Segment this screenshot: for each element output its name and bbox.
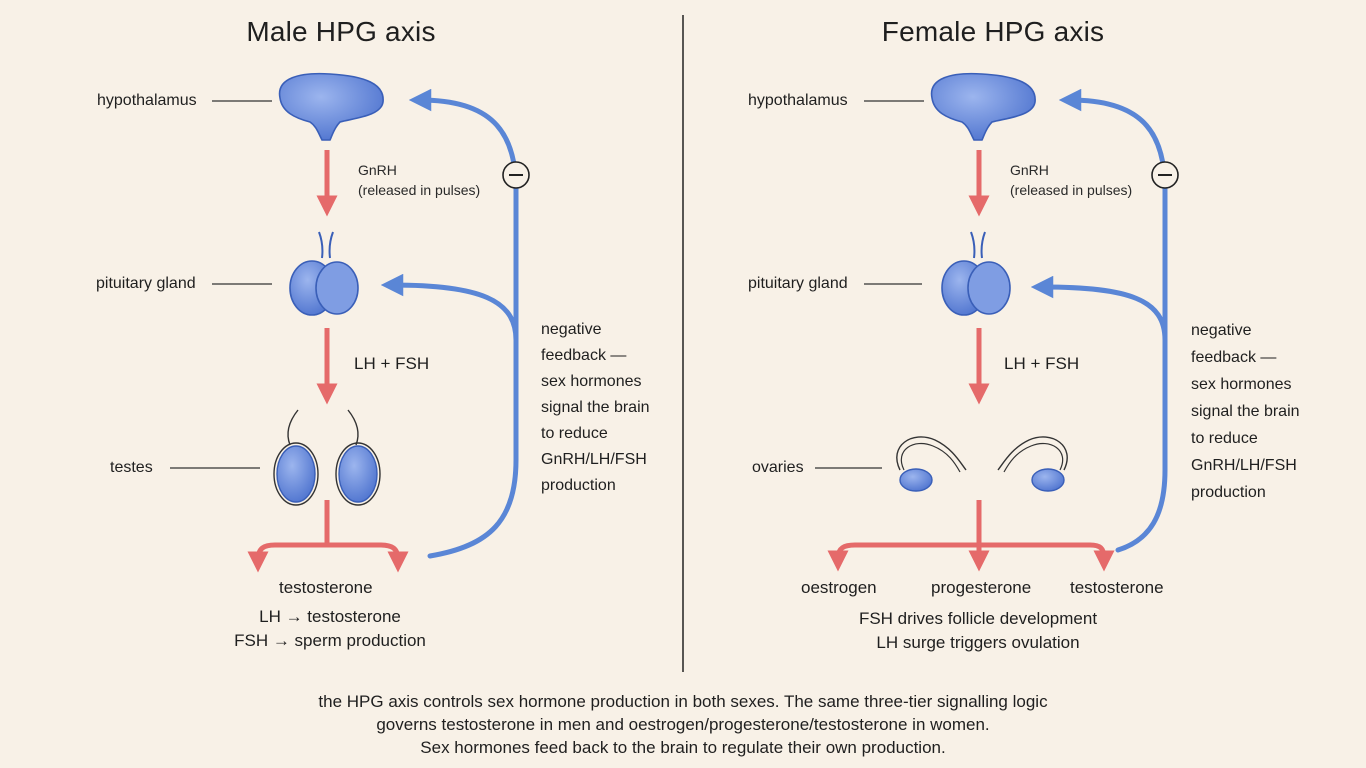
female-feedback-note: negative feedback — sex hormones signal … bbox=[1191, 317, 1321, 506]
female-feedback-note-line: feedback — bbox=[1191, 349, 1277, 366]
male-testes-label: testes bbox=[110, 459, 153, 476]
male-hypothalamus-label: hypothalamus bbox=[97, 92, 197, 109]
female-feedback-note-line: GnRH/LH/FSH bbox=[1191, 457, 1297, 474]
female-output-testosterone: testosterone bbox=[1070, 578, 1164, 597]
male-feedback-note-line: to reduce bbox=[541, 425, 608, 442]
male-hypothalamus-icon bbox=[278, 72, 384, 141]
male-output-testosterone: testosterone bbox=[279, 578, 373, 597]
female-feedback-note-line: to reduce bbox=[1191, 430, 1258, 447]
female-output-oestrogen: oestrogen bbox=[801, 578, 877, 597]
female-feedback-note-line: signal the brain bbox=[1191, 403, 1300, 420]
male-testes-icon bbox=[273, 409, 381, 506]
caption-line: Sex hormones feed back to the brain to r… bbox=[420, 738, 946, 757]
male-lhfsh-label: LH + FSH bbox=[354, 354, 430, 373]
male-gnrh-label: GnRH bbox=[358, 162, 397, 178]
female-summary-line: FSH drives follicle development bbox=[858, 609, 1098, 628]
female-summary-line: LH surge triggers ovulation bbox=[876, 633, 1080, 652]
male-pituitary-label: pituitary gland bbox=[96, 275, 196, 292]
male-panel-title: Male HPG axis bbox=[246, 16, 436, 47]
female-summary: FSH drives follicle development LH surge… bbox=[830, 607, 1126, 655]
female-output-progesterone: progesterone bbox=[931, 578, 1032, 597]
male-feedback-note: negative feedback — sex hormones signal … bbox=[541, 317, 671, 499]
male-feedback-note-line: feedback — bbox=[541, 347, 627, 364]
male-gnrh-sublabel: (released in pulses) bbox=[358, 182, 481, 198]
male-feedback-note-line: sex hormones bbox=[541, 373, 642, 390]
female-output-arrow bbox=[827, 500, 1115, 572]
male-feedback-arrows bbox=[380, 88, 519, 559]
male-summary: LH → testosterone FSH → sperm production bbox=[200, 605, 460, 653]
female-pituitary-icon bbox=[941, 231, 1011, 316]
male-feedback-note-line: signal the brain bbox=[541, 399, 650, 416]
male-summary-line: FSH → sperm production bbox=[234, 631, 426, 650]
female-hypothalamus-icon bbox=[930, 72, 1036, 141]
male-output-arrow bbox=[247, 500, 409, 573]
male-feedback-note-line: production bbox=[541, 477, 616, 494]
female-panel-title: Female HPG axis bbox=[881, 16, 1105, 47]
female-feedback-note-line: negative bbox=[1191, 322, 1252, 339]
female-hypothalamus-label: hypothalamus bbox=[748, 92, 848, 109]
female-feedback-note-line: sex hormones bbox=[1191, 376, 1292, 393]
male-feedback-note-line: GnRH/LH/FSH bbox=[541, 451, 647, 468]
female-gnrh-sublabel: (released in pulses) bbox=[1010, 182, 1133, 198]
diagram-caption: the HPG axis controls sex hormone produc… bbox=[183, 690, 1183, 759]
caption-line: the HPG axis controls sex hormone produc… bbox=[318, 692, 1048, 711]
female-ovaries-label: ovaries bbox=[752, 459, 804, 476]
male-pituitary-icon bbox=[289, 231, 359, 316]
male-summary-line: LH → testosterone bbox=[259, 607, 401, 626]
male-feedback-note-line: negative bbox=[541, 321, 602, 338]
female-lhfsh-label: LH + FSH bbox=[1004, 354, 1080, 373]
female-pituitary-label: pituitary gland bbox=[748, 275, 848, 292]
caption-line: governs testosterone in men and oestroge… bbox=[376, 715, 990, 734]
female-feedback-arrows bbox=[1030, 88, 1168, 553]
male-minus-circle-icon bbox=[502, 161, 530, 189]
female-ovaries-icon bbox=[896, 436, 1068, 492]
female-feedback-note-line: production bbox=[1191, 484, 1266, 501]
female-gnrh-label: GnRH bbox=[1010, 162, 1049, 178]
female-minus-circle-icon bbox=[1151, 161, 1179, 189]
